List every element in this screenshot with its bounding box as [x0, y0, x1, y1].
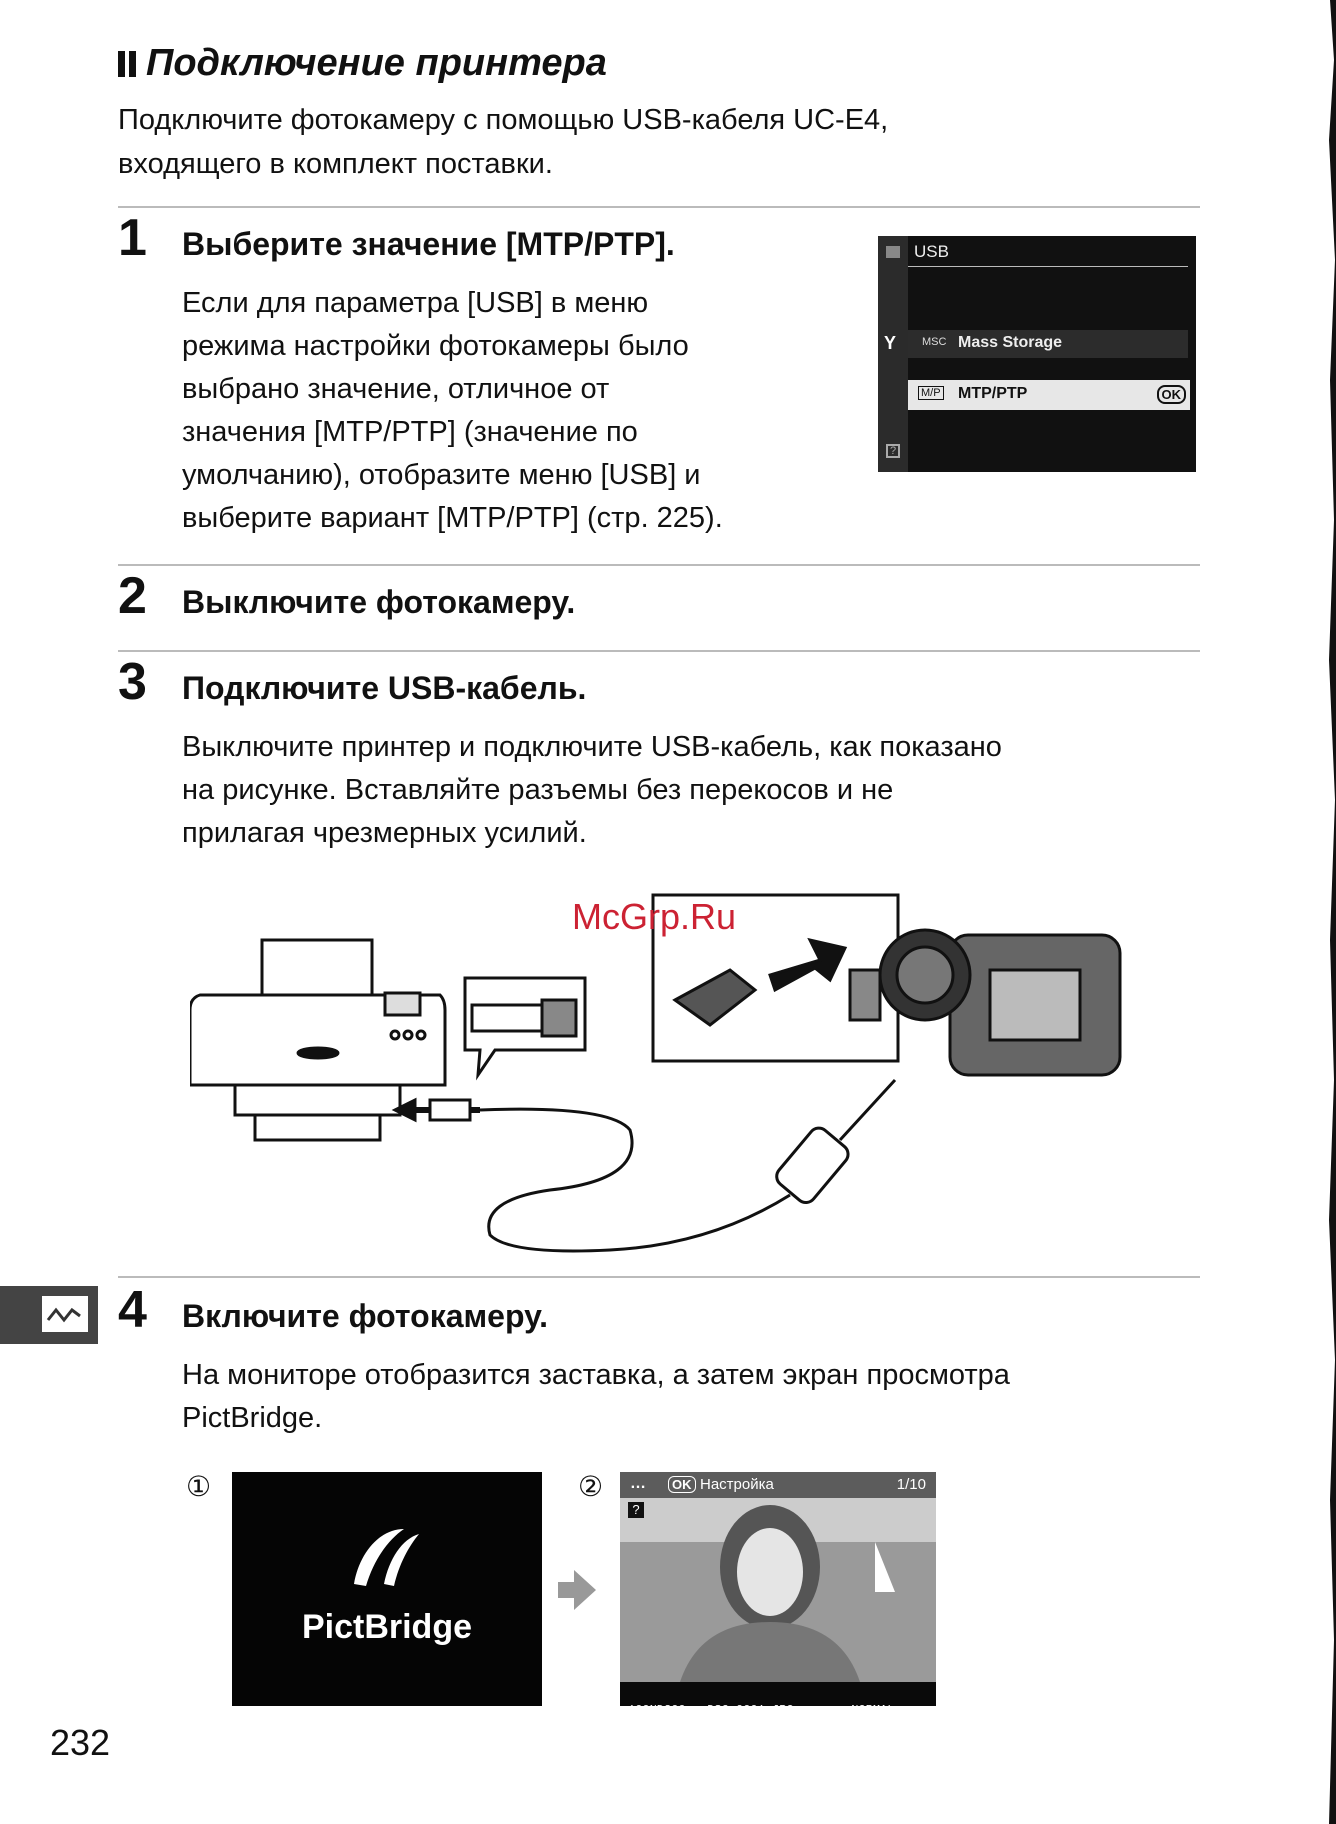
body-line: Выключите принтер и подключите USB-кабел… — [182, 731, 1002, 763]
section-title: Подключение принтера — [118, 42, 607, 85]
image-counter: 1/10 — [896, 1476, 926, 1493]
section-marker-icon — [118, 51, 136, 77]
body-line: режима настройки фотокамеры было — [182, 330, 689, 362]
body-line: значения [MTP/PTP] (значение по — [182, 416, 638, 448]
mtp-ptp-label: MTP/PTP — [958, 385, 1028, 402]
step-2-title: Выключите фотокамеру. — [182, 584, 576, 620]
msc-icon: MSC — [922, 336, 947, 348]
menu-sidebar — [878, 236, 908, 472]
body-line: На мониторе отобразится заставка, а зате… — [182, 1359, 1010, 1391]
body-line: умолчанию), отобразите меню [USB] и — [182, 459, 701, 491]
step-4-number: 4 — [118, 1281, 147, 1339]
playback-menu-icon — [886, 246, 900, 258]
body-line: прилагая чрезмерных усилий. — [182, 817, 587, 849]
usb-cable-drawing — [391, 1078, 897, 1253]
step-3-number: 3 — [118, 653, 147, 711]
pictbridge-playback-screen: … OK Настройка 1/10 ? 100ND300 DSC_0001.… — [620, 1472, 936, 1756]
body-line: PictBridge. — [182, 1402, 323, 1434]
mass-storage-label: Mass Storage — [958, 334, 1063, 351]
pictbridge-small-icon: … — [630, 1475, 646, 1492]
step-2-number: 2 — [118, 567, 147, 625]
step-1-body: Если для параметра [USB] в меню режима н… — [182, 282, 723, 540]
wrench-icon: Y — [884, 333, 897, 353]
pictbridge-logo-icon — [354, 1529, 419, 1586]
divider — [118, 650, 1200, 652]
intro-line: Подключите фотокамеру с помощью USB-кабе… — [118, 104, 889, 136]
section-intro: Подключите фотокамеру с помощью USB-кабе… — [118, 98, 1118, 186]
screen-2-marker: ② — [578, 1471, 604, 1502]
pictbridge-splash-screen: PictBridge — [232, 1472, 542, 1706]
step-3-title: Подключите USB-кабель. — [182, 670, 587, 706]
divider — [118, 206, 1200, 208]
divider — [118, 1276, 1200, 1278]
photo-info-line-1: 100ND300 DSC_0001.JPG NORMAL — [628, 1703, 895, 1717]
pictbridge-logo-text: PictBridge — [301, 1608, 473, 1646]
body-line: выбрано значение, отличное от — [182, 373, 610, 405]
menu-row-mass-storage: MSC Mass Storage — [908, 330, 1188, 358]
screen-1-marker: ① — [186, 1471, 212, 1502]
body-line: на рисунке. Вставляйте разъемы без перек… — [182, 774, 894, 806]
page-edge — [1329, 0, 1336, 1824]
body-line: выберите вариант [MTP/PTP] (стр. 225). — [182, 502, 723, 534]
camera-drawing — [878, 928, 1122, 1077]
section-title-text: Подключение принтера — [146, 42, 607, 84]
ok-icon: OK — [1156, 385, 1186, 404]
help-icon: ? — [628, 1502, 644, 1518]
photo-info-line-2: 15/12/2007 10:15:29 4288x2848 — [628, 1742, 873, 1756]
help-icon: ? — [886, 444, 900, 458]
photo-info: 100ND300 DSC_0001.JPG NORMAL 15/12/2007 … — [628, 1678, 894, 1782]
arrow-right-icon — [558, 1570, 596, 1610]
ok-icon: OK — [668, 1476, 696, 1493]
menu-row-mtp-ptp: M/P MTP/PTP OK — [908, 380, 1190, 410]
printer-drawing — [190, 938, 447, 1142]
portrait-photo — [620, 1472, 936, 1682]
usb-connection-illustration — [190, 893, 1122, 1253]
usb-plug-closeup — [463, 976, 587, 1081]
step-1-number: 1 — [118, 209, 147, 267]
connection-chapter-icon — [40, 1294, 90, 1334]
menu-title-rule — [908, 266, 1188, 267]
usb-menu-title: USB — [914, 242, 949, 261]
intro-line: входящего в комплект поставки. — [118, 148, 553, 180]
connection-wave-icon — [46, 1307, 81, 1323]
page-number: 232 — [50, 1722, 111, 1763]
step-4-title: Включите фотокамеру. — [182, 1298, 548, 1334]
watermark: McGrp.Ru — [572, 896, 737, 937]
step-3-body: Выключите принтер и подключите USB-кабел… — [182, 726, 1002, 855]
mp-icon: M/P — [918, 386, 944, 400]
setup-label: Настройка — [700, 1476, 774, 1493]
step-1-title: Выберите значение [MTP/PTP]. — [182, 226, 675, 262]
divider — [118, 564, 1200, 566]
usb-menu-screenshot: Y ? USB MSC Mass Storage M/P MTP/PTP OK — [878, 236, 1196, 472]
step-4-body: На мониторе отобразится заставка, а зате… — [182, 1354, 1010, 1440]
body-line: Если для параметра [USB] в меню — [182, 287, 649, 319]
